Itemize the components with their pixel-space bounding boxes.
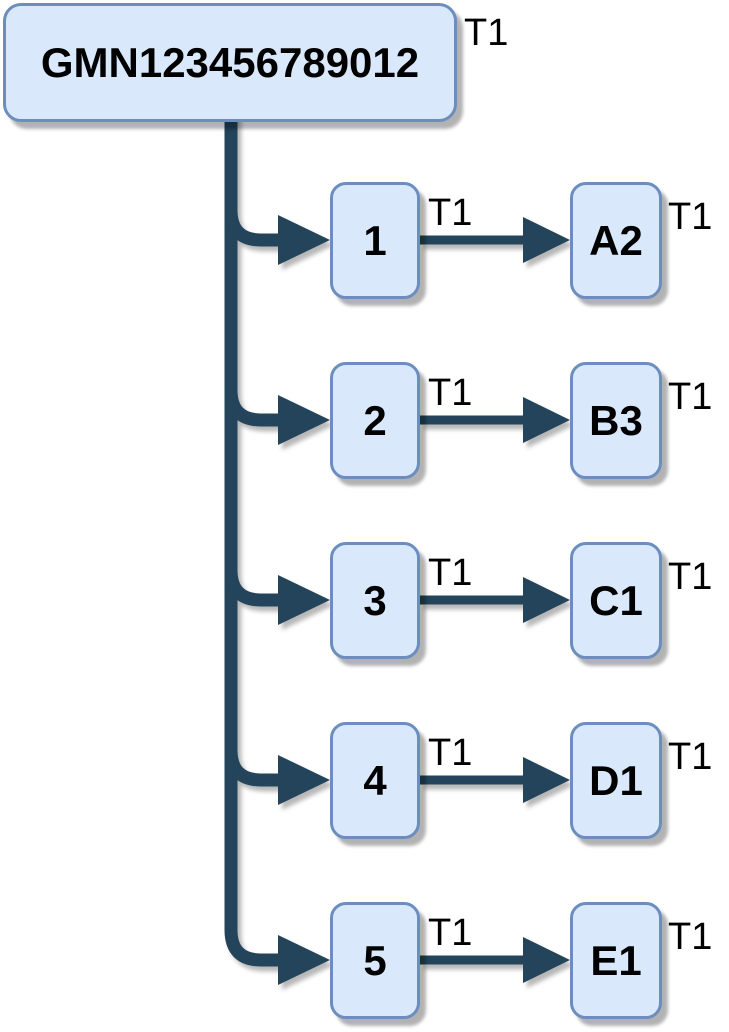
- branch-arrowhead-icon: [278, 395, 330, 445]
- source-node-label: 3: [363, 576, 387, 624]
- branch-arrowhead-icon: [278, 215, 330, 265]
- source-node: 1: [330, 182, 420, 299]
- root-node: GMN123456789012: [3, 3, 457, 122]
- source-node-label: 4: [363, 756, 387, 804]
- target-tag-label: T1: [668, 916, 713, 958]
- source-node: 3: [330, 542, 420, 659]
- root-node-label: GMN123456789012: [40, 38, 420, 86]
- source-tag-label: T1: [428, 372, 473, 414]
- branch-connector: [224, 749, 279, 787]
- target-node-label: D1: [589, 756, 643, 804]
- target-node-label: A2: [589, 216, 643, 264]
- target-node: E1: [570, 902, 662, 1019]
- target-tag-label: T1: [668, 376, 713, 418]
- source-node-label: 2: [363, 396, 387, 444]
- target-node-label: B3: [589, 396, 643, 444]
- source-tag-label: T1: [428, 552, 473, 594]
- diagram-row: 5 T1 E1 T1: [0, 902, 729, 1019]
- source-node: 4: [330, 722, 420, 839]
- diagram-row: 2 T1 B3 T1: [0, 362, 729, 479]
- source-tag-label: T1: [428, 732, 473, 774]
- branch-connector: [224, 569, 279, 607]
- source-tag-label: T1: [428, 192, 473, 234]
- target-node: D1: [570, 722, 662, 839]
- source-tag-label: T1: [428, 912, 473, 954]
- diagram-row: 3 T1 C1 T1: [0, 542, 729, 659]
- flow-arrowhead-icon: [523, 217, 570, 263]
- source-node: 5: [330, 902, 420, 1019]
- source-node-label: 1: [363, 216, 387, 264]
- branch-arrowhead-icon: [278, 575, 330, 625]
- flow-arrowhead-icon: [523, 937, 570, 983]
- branch-arrowhead-icon: [278, 935, 330, 985]
- root-tag-label: T1: [464, 12, 509, 54]
- target-node: A2: [570, 182, 662, 299]
- branch-connector: [224, 209, 279, 247]
- target-tag-label: T1: [668, 196, 713, 238]
- flow-arrowhead-icon: [523, 397, 570, 443]
- diagram-row: 4 T1 D1 T1: [0, 722, 729, 839]
- target-node-label: C1: [589, 576, 643, 624]
- diagram-row: 1 T1 A2 T1: [0, 182, 729, 299]
- flow-arrowhead-icon: [523, 757, 570, 803]
- target-node-label: E1: [590, 936, 642, 984]
- branch-connector: [224, 389, 279, 427]
- flow-arrowhead-icon: [523, 577, 570, 623]
- trunk-connector: [224, 112, 279, 967]
- branch-arrowhead-icon: [278, 755, 330, 805]
- target-tag-label: T1: [668, 736, 713, 778]
- target-node: C1: [570, 542, 662, 659]
- target-tag-label: T1: [668, 556, 713, 598]
- target-node: B3: [570, 362, 662, 479]
- source-node-label: 5: [363, 936, 387, 984]
- source-node: 2: [330, 362, 420, 479]
